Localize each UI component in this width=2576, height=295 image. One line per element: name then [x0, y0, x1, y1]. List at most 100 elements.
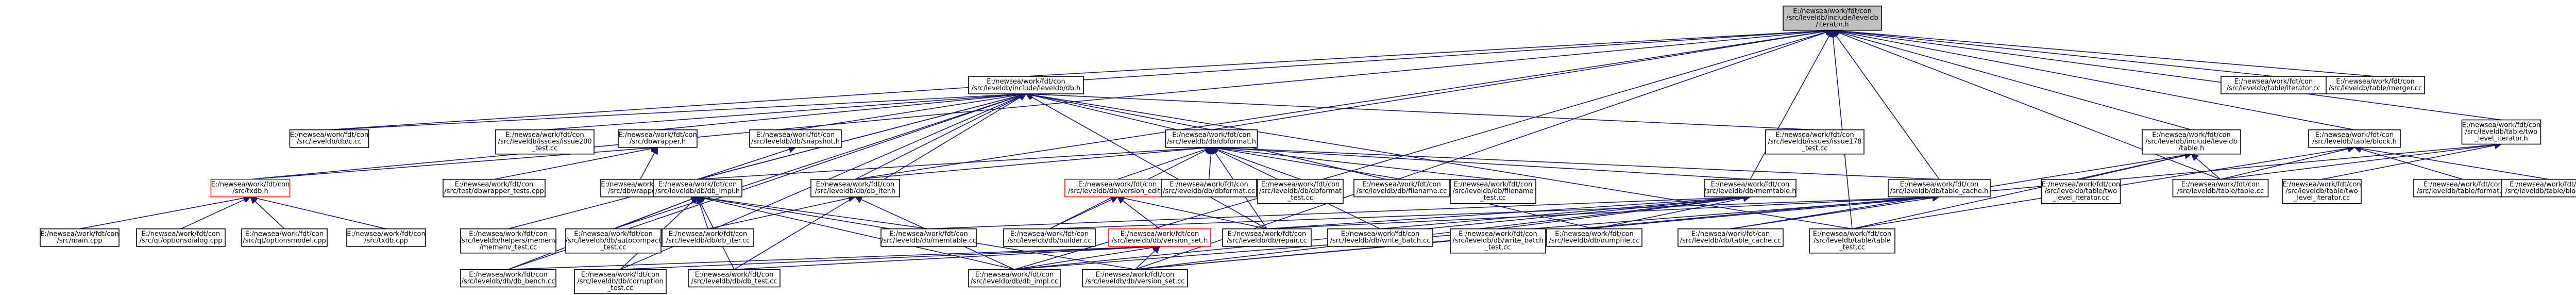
node-label-line: E:/newsea/work/fdt/con [1555, 231, 1633, 238]
graph-node-table-merger[interactable]: E:/newsea/work/fdt/con/src/leveldb/table… [2326, 76, 2425, 94]
graph-node-dumpfile-cc[interactable]: E:/newsea/work/fdt/con/src/leveldb/db/du… [1546, 228, 1642, 247]
edge-table-block-h-to-root [1832, 28, 2355, 130]
graph-node-table-format[interactable]: E:/newsea/work/fdt/con/src/leveldb/table… [2413, 178, 2513, 198]
edge-table-merger-to-root [1832, 27, 2376, 77]
node-label-line: /src/leveldb/table/iterator.cc [2227, 85, 2321, 92]
node-label-line: E:/newsea/work/fdt/con [1228, 231, 1306, 238]
node-label-line: E:/newsea/work/fdt/con [2462, 121, 2540, 129]
edge-db-impl-h-to-snapshot-h [697, 145, 796, 180]
graph-node-dbformat-h[interactable]: E:/newsea/work/fdt/con/src/leveldb/db/db… [1165, 129, 1258, 148]
edge-filename-test-to-dbformat-h [1211, 144, 1494, 180]
graph-node-db-impl-h[interactable]: E:/newsea/work/fdt/con/src/leveldb/db/db… [653, 178, 742, 198]
graph-node-version-set-cc[interactable]: E:/newsea/work/fdt/con/src/leveldb/db/ve… [1082, 269, 1188, 288]
node-label-line: E:/newsea/work/fdt/con [1459, 231, 1537, 238]
node-label-line: E:/newsea/work/fdt/con [1010, 231, 1089, 238]
edge-memenv-test-to-db-h [508, 92, 1027, 230]
graph-node-dbwrapper-h[interactable]: E:/newsea/work/fdt/con/src/dbwrapper.h [618, 129, 698, 148]
node-box [2501, 178, 2576, 198]
graph-node-dbformat-test[interactable]: E:/newsea/work/fdt/con/src/leveldb/db/db… [1257, 178, 1344, 204]
graph-node-db-iter-cc[interactable]: E:/newsea/work/fdt/con/src/leveldb/db/db… [662, 228, 754, 247]
node-label-line: E:/newsea/work/fdt/con [756, 132, 835, 139]
graph-node-two-level-cc[interactable]: E:/newsea/work/fdt/con/src/leveldb/table… [2282, 178, 2362, 204]
graph-node-autocompact[interactable]: E:/newsea/work/fdt/con/src/leveldb/db/au… [565, 228, 662, 254]
graph-node-builder-cc[interactable]: E:/newsea/work/fdt/con/src/leveldb/db/bu… [1003, 228, 1096, 247]
graph-node-db-h[interactable]: E:/newsea/work/fdt/con/src/leveldb/inclu… [968, 76, 1084, 94]
graph-node-memtable-h[interactable]: E:/newsea/work/fdt/con/src/leveldb/db/me… [1704, 178, 1797, 198]
node-label-line: E:/newsea/work/fdt/con [2152, 132, 2230, 139]
node-label-line: /src/leveldb/db/version_edit.h [1068, 188, 1167, 195]
node-label-line: /src/main.cpp [57, 237, 102, 245]
graph-node-table-block-h[interactable]: E:/newsea/work/fdt/con/src/leveldb/table… [2308, 129, 2401, 148]
node-label-line: /src/leveldb/table/two [2285, 188, 2358, 195]
graph-node-main-cpp[interactable]: E:/newsea/work/fdt/con/src/main.cpp [40, 228, 120, 247]
graph-node-filename-test[interactable]: E:/newsea/work/fdt/con/src/leveldb/db/fi… [1450, 178, 1536, 204]
node-label-line: E:/newsea/work/fdt/con [1172, 132, 1250, 139]
graph-node-filename-cc[interactable]: E:/newsea/work/fdt/con/src/leveldb/db/fi… [1353, 178, 1450, 198]
graph-node-db-iter-h[interactable]: E:/newsea/work/fdt/con/src/leveldb/db/db… [810, 178, 900, 198]
node-label-line: /src/leveldb/table/block.cc [2505, 188, 2576, 195]
edge-table-format-to-table-block-h [2353, 145, 2463, 180]
node-label-line: /src/leveldb/db/filename [1452, 188, 1533, 195]
node-label-line: /src/txdb.cpp [364, 237, 408, 245]
graph-node-db-impl-cc[interactable]: E:/newsea/work/fdt/con/src/leveldb/db/db… [968, 269, 1061, 288]
graph-node-optionsdialog[interactable]: E:/newsea/work/fdt/con/src/qt/optionsdia… [136, 228, 226, 247]
graph-node-table-cache-cc[interactable]: E:/newsea/work/fdt/con/src/leveldb/db/ta… [1677, 228, 1784, 247]
node-label-line: /src/leveldb/include/leveldb [2145, 138, 2237, 146]
graph-node-corruption-test[interactable]: E:/newsea/work/fdt/con/src/leveldb/db/co… [574, 269, 667, 294]
node-label-line: /src/leveldb/table/block.h [2312, 138, 2397, 146]
edge-db-iter-h-to-root [855, 27, 1833, 180]
node-box [1888, 178, 1991, 198]
edge-corruption-test-to-version-set-h [620, 243, 1161, 270]
graph-node-table-test[interactable]: E:/newsea/work/fdt/con/src/leveldb/table… [1809, 228, 1895, 254]
node-label-line: /src/leveldb/include/leveldb [1786, 14, 1878, 22]
node-label-line: _test.cc [607, 284, 633, 292]
graph-node-include-table-h[interactable]: E:/newsea/work/fdt/con/src/leveldb/inclu… [2142, 129, 2241, 155]
node-box [2142, 129, 2241, 155]
graph-node-root[interactable]: E:/newsea/work/fdt/con/src/leveldb/inclu… [1783, 5, 1882, 31]
graph-node-two-level-test[interactable]: E:/newsea/work/fdt/con/src/leveldb/table… [2041, 178, 2121, 204]
graph-node-two-level-h[interactable]: E:/newsea/work/fdt/con/src/leveldb/table… [2461, 119, 2541, 145]
node-label-line: /src/leveldb/db/c.cc [297, 138, 362, 146]
edge-table-table-to-root [1832, 29, 2221, 180]
graph-node-snapshot-h[interactable]: E:/newsea/work/fdt/con/src/leveldb/db/sn… [749, 129, 842, 148]
node-box [2326, 76, 2425, 94]
graph-node-txdb-cpp[interactable]: E:/newsea/work/fdt/con/src/txdb.cpp [346, 228, 426, 247]
edge-table-test-to-include-table-h [1852, 152, 2192, 230]
graph-node-table-block-cc[interactable]: E:/newsea/work/fdt/con/src/leveldb/table… [2501, 178, 2576, 198]
graph-node-db-test[interactable]: E:/newsea/work/fdt/con/src/leveldb/db/db… [688, 269, 781, 288]
node-label-line: /src/leveldb/db/db_iter.cc [666, 237, 750, 245]
graph-node-memtable-cc[interactable]: E:/newsea/work/fdt/con/src/leveldb/db/me… [880, 228, 977, 247]
graph-node-write-batch-cc[interactable]: E:/newsea/work/fdt/con/src/leveldb/db/wr… [1327, 228, 1433, 247]
graph-node-table-iterator[interactable]: E:/newsea/work/fdt/con/src/leveldb/table… [2221, 76, 2327, 94]
edge-dbformat-h-to-root [1211, 27, 1833, 130]
edge-issue200-to-db-h [545, 90, 1027, 130]
graph-node-table-table[interactable]: E:/newsea/work/fdt/con/src/leveldb/table… [2172, 178, 2269, 198]
node-label-line: /src/leveldb/table/format.cc [2417, 188, 2509, 195]
graph-node-db-bench[interactable]: E:/newsea/work/fdt/con/src/leveldb/db/db… [460, 269, 556, 288]
node-label-line: E:/newsea/work/fdt/con [2282, 181, 2361, 189]
edge-builder-cc-to-table-cache-h [1049, 193, 1940, 230]
node-label-line: /src/leveldb/db/dbformat [1259, 188, 1342, 195]
graph-node-version-set-h[interactable]: E:/newsea/work/fdt/con/src/leveldb/db/ve… [1108, 228, 1211, 247]
graph-node-version-edit-h[interactable]: E:/newsea/work/fdt/con/src/leveldb/db/ve… [1064, 178, 1171, 198]
graph-node-dbformat-cc[interactable]: E:/newsea/work/fdt/con/src/leveldb/db/db… [1161, 178, 1257, 198]
edge-version-edit-h-to-dbformat-h [1117, 146, 1212, 180]
nodes-layer: E:/newsea/work/fdt/con/src/leveldb/inclu… [40, 5, 2576, 294]
graph-node-dbwrapper-tests[interactable]: E:/newsea/work/fdt/con/src/test/dbwrappe… [443, 178, 546, 198]
graph-node-issue200[interactable]: E:/newsea/work/fdt/con/src/leveldb/issue… [495, 129, 595, 155]
graph-node-table-cache-h[interactable]: E:/newsea/work/fdt/con/src/leveldb/db/ta… [1888, 178, 1991, 198]
edge-table-table-to-include-table-h [2191, 153, 2221, 180]
graph-node-optionsmodel[interactable]: E:/newsea/work/fdt/con/src/qt/optionsmod… [241, 228, 328, 247]
graph-node-issue178[interactable]: E:/newsea/work/fdt/con/src/leveldb/issue… [1765, 129, 1865, 155]
node-label-line: /table.h [2179, 145, 2205, 153]
graph-node-txdb-h[interactable]: E:/newsea/work/fdt/con/src/txdb.h [210, 178, 291, 198]
node-label-line: /src/leveldb/db/version_set.cc [1086, 277, 1185, 285]
node-label-line: /src/leveldb/db/version_set.h [1112, 237, 1208, 245]
node-label-line: /src/leveldb/table/two [2465, 128, 2538, 136]
graph-node-repair-cc[interactable]: E:/newsea/work/fdt/con/src/leveldb/db/re… [1222, 228, 1312, 247]
graph-node-memenv-test[interactable]: E:/newsea/work/fdt/con/src/leveldb/helpe… [460, 228, 557, 254]
node-box [289, 129, 369, 148]
graph-node-c-cc[interactable]: E:/newsea/work/fdt/con/src/leveldb/db/c.… [289, 129, 369, 148]
node-label-line: E:/newsea/work/fdt/con [695, 271, 773, 278]
graph-node-write-batch-test[interactable]: E:/newsea/work/fdt/con/src/leveldb/db/wr… [1450, 228, 1546, 254]
